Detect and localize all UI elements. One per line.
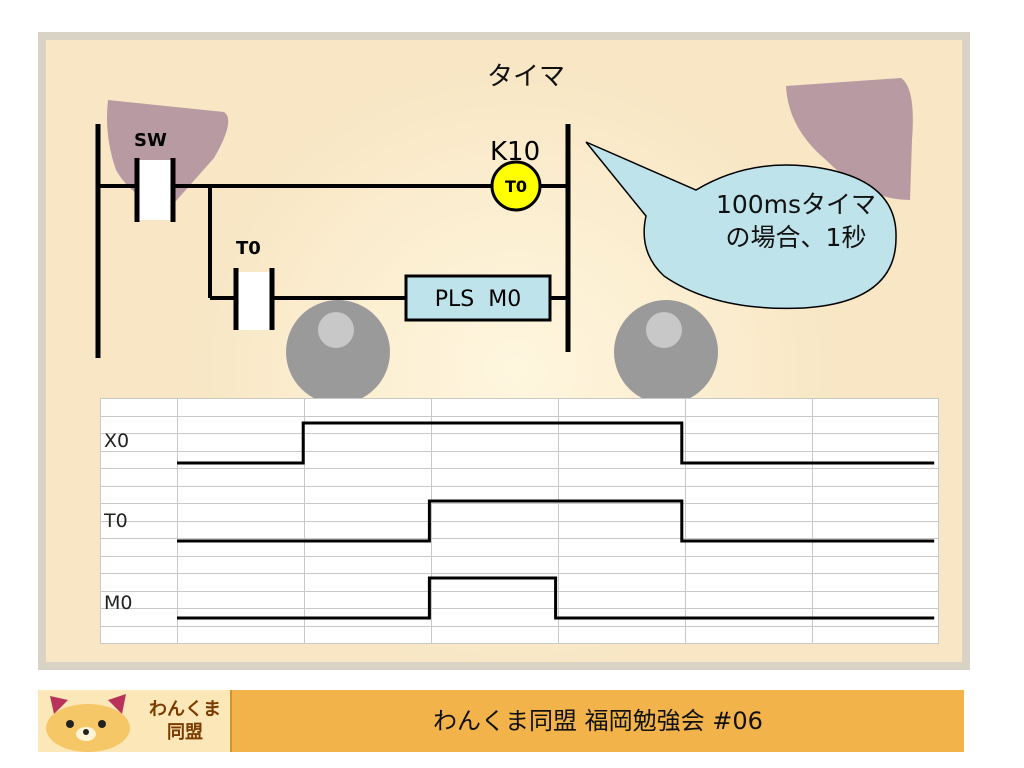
waveform-t0 — [177, 499, 935, 543]
footer-bar: わんくま 同盟 わんくま同盟 福岡勉強会 #06 — [38, 690, 964, 752]
instruction-box — [404, 274, 552, 322]
callout-bubble — [585, 141, 897, 310]
switch-label: SW — [134, 130, 167, 151]
timer-setting-label: K10 — [490, 137, 540, 167]
waveform-x0 — [177, 421, 935, 465]
logo-line-1: わんくま — [149, 699, 221, 720]
sw-contact — [134, 158, 176, 222]
logo-line-2: 同盟 — [167, 722, 203, 743]
slide-title: タイマ — [486, 62, 565, 92]
slide-panel: SW K10 T0 T0 PLS M0 タイマ 100msタイマの場合、1秒 X… — [38, 32, 970, 670]
t0-contact — [233, 268, 275, 330]
footer-title: わんくま同盟 福岡勉強会 #06 — [433, 707, 763, 735]
timing-chart-grid — [100, 398, 939, 644]
slide-canvas: SW K10 T0 T0 PLS M0 タイマ 100msタイマの場合、1秒 X… — [46, 40, 962, 662]
bear-logo-icon — [46, 694, 130, 752]
signal-label-t0: T0 — [104, 510, 128, 532]
waveform-m0 — [177, 576, 935, 620]
ladder-diagram: SW K10 T0 T0 PLS M0 — [95, 78, 913, 404]
contact-label: T0 — [236, 238, 261, 259]
timing-waveforms — [177, 421, 935, 620]
signal-label-m0: M0 — [104, 592, 133, 614]
footer-logo: わんくま 同盟 — [38, 690, 232, 752]
instruction-label: PLS M0 — [435, 287, 521, 312]
signal-label-x0: X0 — [104, 430, 130, 452]
footer-logo-text: わんくま 同盟 — [140, 698, 230, 744]
timer-coil-label: T0 — [505, 177, 527, 196]
callout-text: 100msタイマの場合、1秒 — [715, 190, 877, 252]
